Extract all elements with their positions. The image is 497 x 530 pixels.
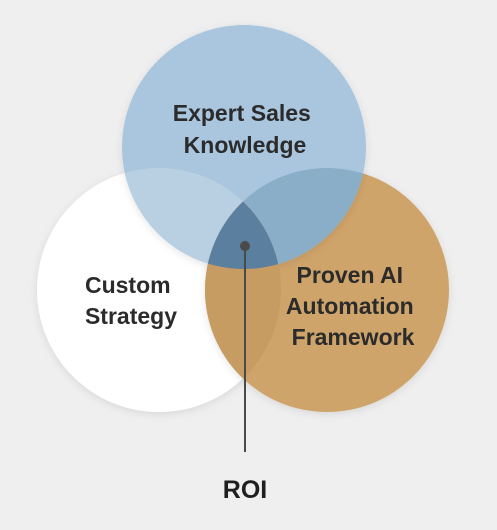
expert-sales-label-line: Expert Sales	[173, 100, 311, 126]
proven-ai-label-line: Automation	[286, 293, 414, 319]
proven-ai-label: Proven AI Automation Framework	[286, 262, 420, 350]
proven-ai-label-line: Framework	[292, 324, 415, 350]
proven-ai-label-line: Proven AI	[297, 262, 404, 288]
expert-sales-label-line: Knowledge	[184, 132, 307, 158]
expert-sales-label: Expert Sales Knowledge	[173, 100, 317, 158]
custom-strategy-label: Custom Strategy	[85, 272, 177, 329]
overlap-expert-custom	[122, 168, 281, 269]
custom-strategy-label-line: Custom	[85, 272, 171, 298]
roi-label: ROI	[223, 476, 267, 504]
overlap-expert-proven	[205, 168, 366, 269]
custom-strategy-label-line: Strategy	[85, 303, 177, 329]
